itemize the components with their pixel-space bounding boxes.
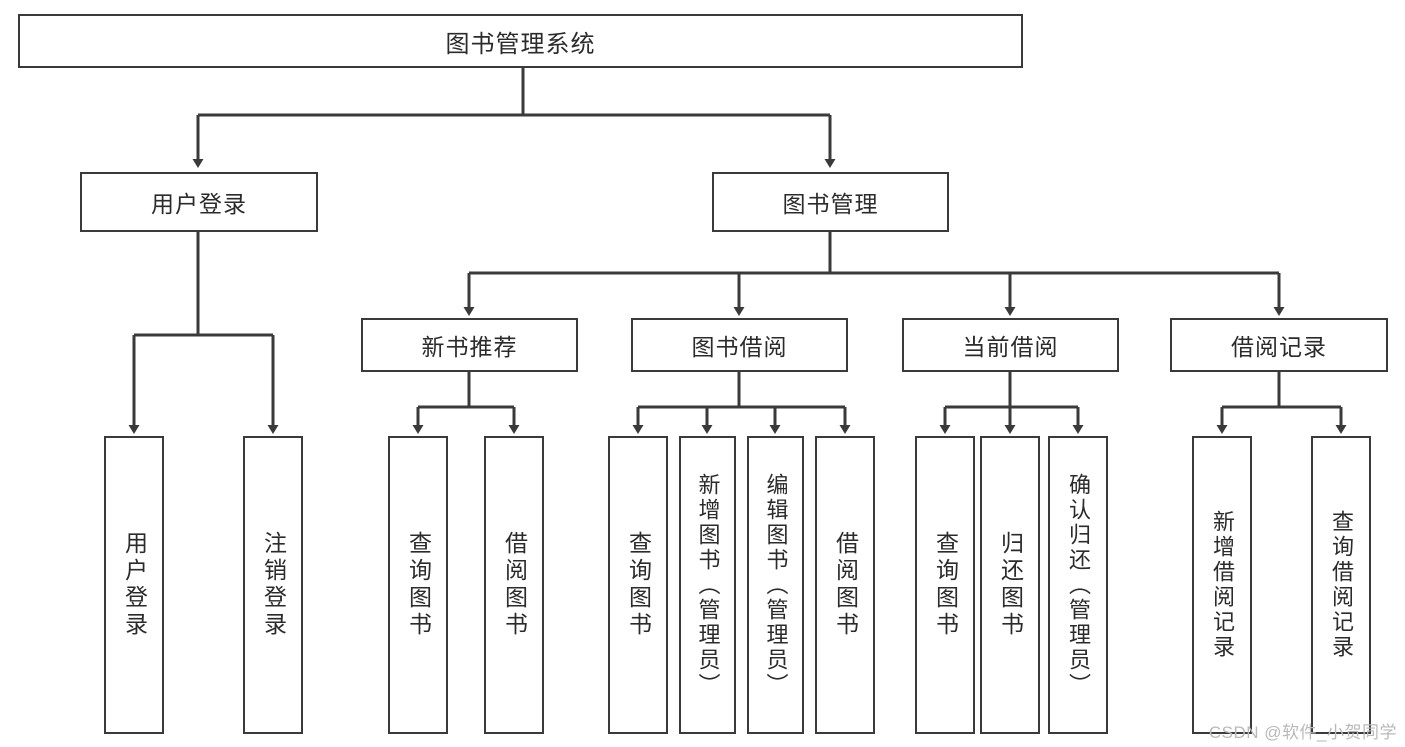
node-leaf-borrow-book-2-label: 借阅图书 [832, 531, 859, 639]
node-book-borrow[interactable]: 图书借阅 [631, 318, 848, 372]
node-current-borrow[interactable]: 当前借阅 [902, 318, 1119, 372]
node-leaf-borrow-book-1-label: 借阅图书 [501, 531, 528, 639]
node-leaf-confirm-return-admin[interactable]: 确认归还（管理员） [1048, 436, 1108, 734]
node-leaf-user-login[interactable]: 用户登录 [104, 436, 164, 734]
node-leaf-query-book-3-label: 查询图书 [932, 531, 959, 639]
node-leaf-confirm-return-admin-label: 确认归还（管理员） [1066, 472, 1091, 698]
csdn-watermark: CSDN @软件_小贺同学 [1208, 723, 1397, 742]
node-root-label: 图书管理系统 [445, 30, 596, 58]
node-leaf-query-book-1[interactable]: 查询图书 [388, 436, 448, 734]
node-leaf-borrow-book-2[interactable]: 借阅图书 [815, 436, 875, 734]
node-leaf-add-record-label: 新增借阅记录 [1210, 510, 1235, 660]
node-leaf-add-book-admin[interactable]: 新增图书（管理员） [679, 436, 736, 734]
node-new-book-recommend[interactable]: 新书推荐 [361, 318, 578, 372]
node-leaf-query-book-1-label: 查询图书 [405, 531, 432, 639]
node-leaf-add-book-admin-label: 新增图书（管理员） [695, 472, 721, 698]
node-leaf-return-book[interactable]: 归还图书 [980, 436, 1040, 734]
node-leaf-add-record[interactable]: 新增借阅记录 [1192, 436, 1252, 734]
node-leaf-logout-login[interactable]: 注销登录 [243, 436, 303, 734]
node-user-login-label: 用户登录 [151, 191, 247, 217]
node-leaf-query-book-2[interactable]: 查询图书 [608, 436, 668, 734]
node-borrow-record[interactable]: 借阅记录 [1170, 318, 1388, 372]
node-leaf-query-record-label: 查询借阅记录 [1329, 510, 1354, 660]
node-leaf-query-book-3[interactable]: 查询图书 [915, 436, 975, 734]
node-leaf-logout-login-label: 注销登录 [260, 531, 287, 639]
node-leaf-edit-book-admin-label: 编辑图书（管理员） [763, 472, 789, 698]
node-current-borrow-label: 当前借阅 [962, 334, 1059, 360]
node-book-management-label: 图书管理 [782, 191, 879, 217]
node-book-borrow-label: 图书借阅 [691, 334, 788, 360]
node-leaf-edit-book-admin[interactable]: 编辑图书（管理员） [747, 436, 804, 734]
node-leaf-query-book-2-label: 查询图书 [625, 531, 652, 639]
node-user-login[interactable]: 用户登录 [80, 172, 318, 232]
node-book-management[interactable]: 图书管理 [712, 172, 949, 232]
node-leaf-borrow-book-1[interactable]: 借阅图书 [484, 436, 544, 734]
node-leaf-return-book-label: 归还图书 [997, 531, 1024, 639]
node-root[interactable]: 图书管理系统 [18, 14, 1023, 68]
node-borrow-record-label: 借阅记录 [1231, 334, 1327, 360]
node-new-book-recommend-label: 新书推荐 [421, 334, 518, 360]
node-leaf-user-login-label: 用户登录 [121, 531, 148, 639]
node-leaf-query-record[interactable]: 查询借阅记录 [1311, 436, 1371, 734]
